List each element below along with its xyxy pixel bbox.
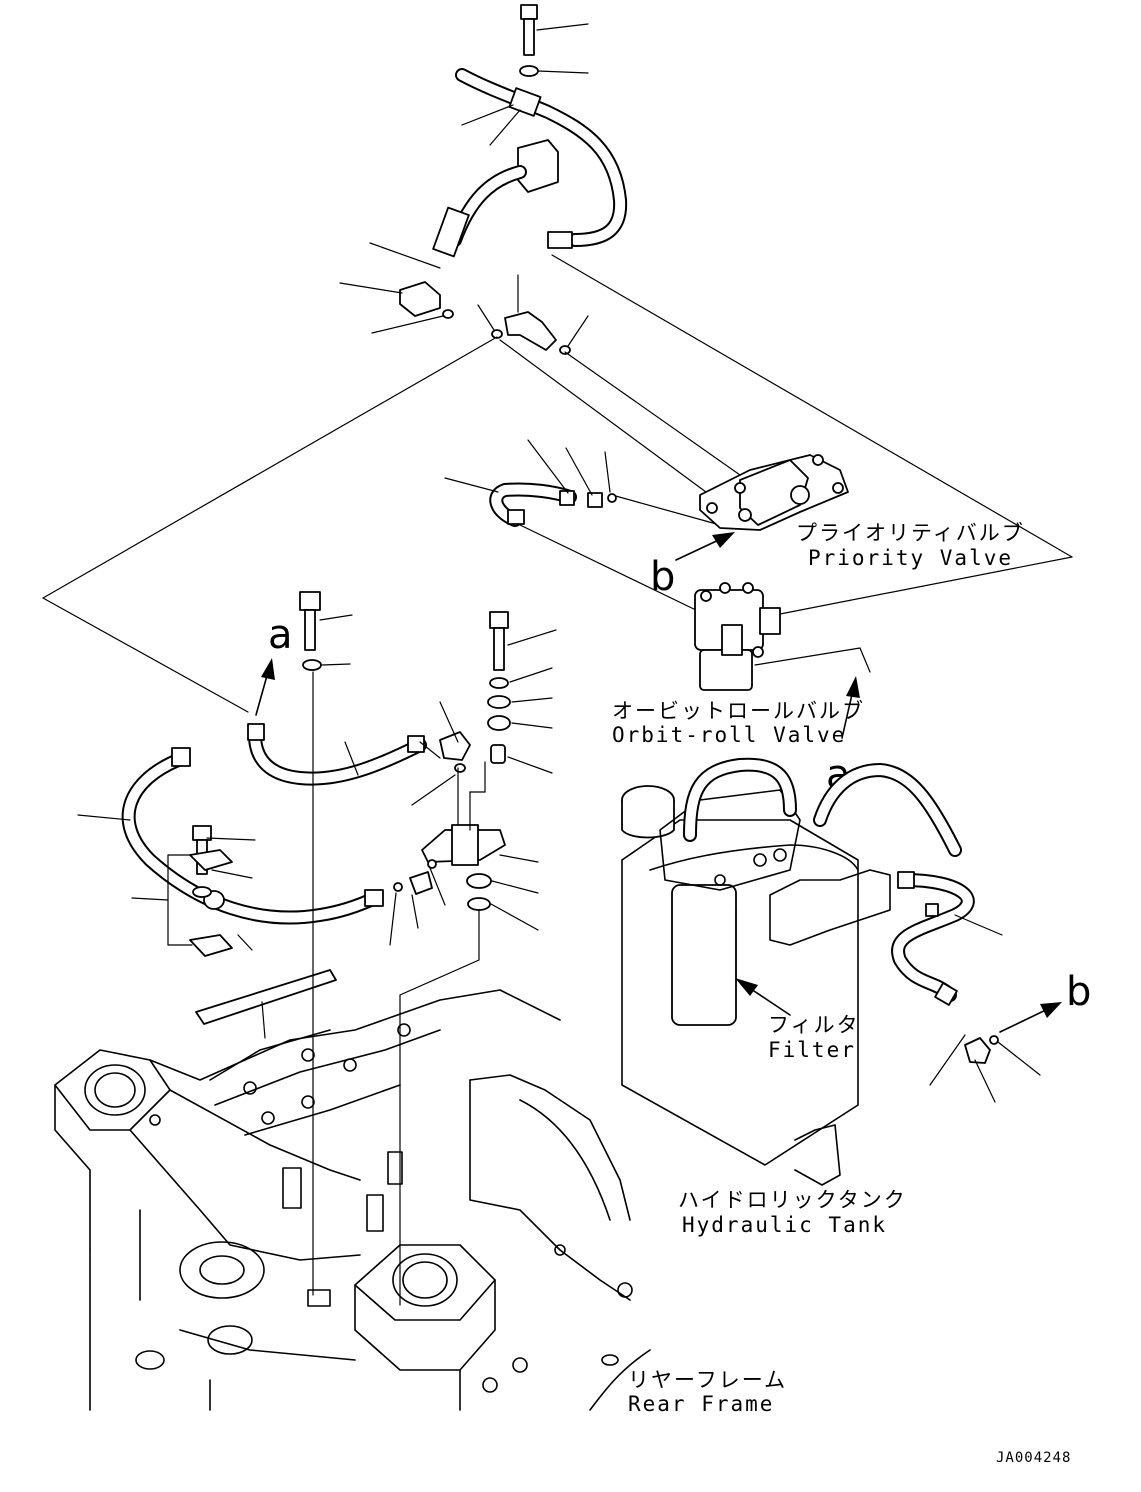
clamp-strap [195, 969, 337, 1039]
top-bolt-head [520, 4, 538, 20]
o-ring [607, 493, 617, 503]
hose-end-fitting [171, 747, 191, 767]
o-ring [559, 345, 571, 355]
adapter-fitting [587, 492, 603, 508]
left-bolt-group [77, 591, 359, 957]
elbow-fitting [399, 281, 441, 317]
hose-clamp [925, 903, 939, 917]
top-bolt-shank [523, 18, 535, 56]
install-line [399, 909, 480, 1306]
top-washer [519, 65, 539, 77]
hose-end-fitting [247, 723, 265, 741]
filter-label-en: Filter [768, 1038, 856, 1062]
marker-b-upper: b [650, 554, 675, 600]
rear-frame-label-en: Rear Frame [628, 1392, 774, 1416]
arrow-filter [735, 978, 791, 1016]
arrow-b-priority [675, 532, 735, 561]
arrow-a-orbit [841, 676, 860, 739]
hose-end-fitting [934, 982, 958, 1006]
hydraulic-tank-label-en: Hydraulic Tank [682, 1213, 887, 1237]
priority-valve-label-ja: プライオリティバルブ [796, 521, 1025, 545]
hose-fitting [432, 206, 470, 258]
marker-b-lower: b [1066, 969, 1091, 1015]
top-hose-assembly [339, 4, 628, 355]
o-ring [442, 309, 454, 319]
o-ring [989, 1035, 999, 1045]
reference-lines [42, 254, 1073, 713]
hose-end-fitting [407, 735, 425, 753]
top-clamp [508, 87, 542, 117]
marker-a-upper: a [268, 612, 293, 658]
hose-end-fitting [507, 509, 525, 525]
tee-fitting [504, 311, 557, 351]
elbow-fitting [964, 1037, 991, 1064]
arrow-a-left [255, 658, 275, 716]
hose-end-fitting [559, 490, 575, 506]
tank-side-hose [891, 871, 1041, 1103]
hose-end-fitting [897, 871, 915, 889]
priority-hose [444, 439, 617, 527]
top-valve-block [517, 139, 559, 193]
hose-end-fitting [547, 231, 573, 249]
rear-frame-label-ja: リヤーフレーム [628, 1368, 787, 1392]
orbit-roll-label-en: Orbit-roll Valve [612, 723, 846, 747]
orbit-roll-valve[interactable] [694, 582, 781, 691]
priority-valve[interactable] [699, 454, 849, 531]
hose-end-fitting [364, 889, 384, 907]
drawing-code: JA004248 [996, 1450, 1071, 1466]
left-hose-1 [247, 723, 427, 786]
rear-frame [54, 989, 651, 1411]
filter-element [671, 884, 737, 1026]
o-ring [491, 329, 503, 339]
right-bracket-group [389, 611, 557, 946]
hydraulic-tank-label-ja: ハイドロリックタンク [678, 1188, 907, 1212]
filter-label-ja: フィルタ [768, 1013, 860, 1037]
orbit-roll-label-ja: オービットロールバルブ [612, 699, 865, 723]
hydraulic-tank [621, 757, 962, 1186]
arrow-b-tank [999, 1002, 1062, 1033]
priority-valve-label-en: Priority Valve [808, 546, 1013, 570]
